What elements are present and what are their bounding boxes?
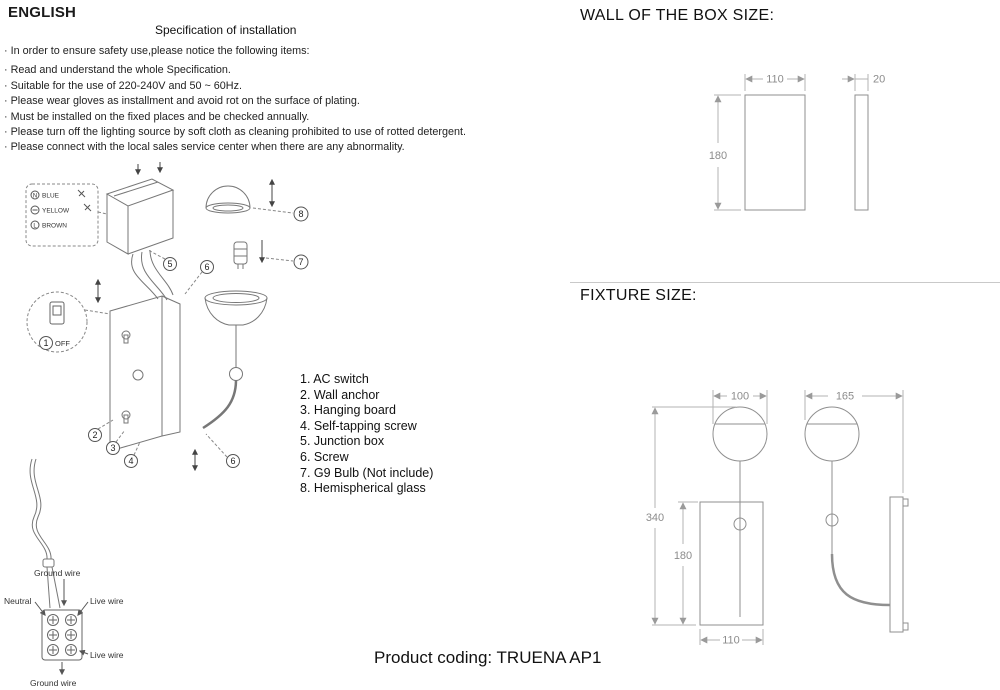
callout-7-badge: 7 — [298, 257, 303, 267]
notice-item: · In order to ensure safety use,please n… — [4, 45, 310, 57]
parts-list-item: 5. Junction box — [300, 434, 385, 449]
hemispherical-glass-drawing — [205, 185, 251, 214]
terminal-screws-icon — [77, 189, 92, 212]
parts-list: 1. AC switch 2. Wall anchor 3. Hanging b… — [300, 372, 433, 497]
spec-title: Specification of installation — [155, 23, 297, 37]
terminal-l-label: L — [33, 224, 37, 230]
g9-bulb-drawing — [233, 241, 248, 269]
notice-item: · Suitable for the use of 220-240V and 5… — [4, 79, 242, 92]
notice-item: · Please turn off the lighting source by… — [4, 126, 466, 139]
box-front-outline — [744, 94, 806, 211]
ground-wire-bottom-label: Ground wire — [30, 678, 77, 688]
wire-arrow-icon — [78, 649, 89, 656]
dim-width-label: 110 — [766, 74, 784, 86]
fixture-size-heading: FIXTURE SIZE: — [580, 287, 697, 304]
dim-100-label: 100 — [731, 391, 749, 403]
terminal-blue-label: BLUE — [42, 193, 60, 200]
power-cord-drawing — [29, 458, 61, 609]
dim-depth-label: 20 — [873, 74, 885, 86]
dim-depth: 20 — [842, 74, 885, 91]
junction-box-drawing — [105, 178, 175, 301]
wall-box-size-heading: WALL OF THE BOX SIZE: — [580, 7, 775, 24]
wire-arrow-icon — [77, 601, 89, 616]
callout-4-badge: 4 — [128, 456, 133, 466]
callout-leaders — [97, 207, 294, 458]
box-side-outline — [854, 94, 869, 211]
wire-arrow-icon — [34, 601, 46, 616]
dim-height-label: 180 — [709, 150, 727, 162]
live-wire-top-label: Live wire — [90, 596, 124, 606]
parts-list-item: 1. AC switch — [300, 372, 369, 386]
parts-list-item: 7. G9 Bulb (Not include) — [300, 465, 434, 480]
section-divider — [570, 282, 1000, 283]
fixture-front-drawing — [699, 406, 768, 626]
callout-6-badge: 6 — [204, 262, 209, 272]
dim-165-label: 165 — [836, 391, 854, 403]
fixture-diagram: 100 340 180 110 — [646, 390, 909, 647]
live-wire-bottom-label: Live wire — [90, 650, 124, 660]
wall-plate-drawing — [109, 295, 181, 452]
dim-340-label: 340 — [646, 512, 664, 524]
dim-front-width: 100 — [712, 390, 768, 424]
parts-list-item: 8. Hemispherical glass — [300, 481, 426, 496]
installation-exploded-diagram: N BLUE YELLOW L BROWN — [25, 162, 309, 472]
notice-item: · Please connect with the local sales se… — [4, 141, 405, 154]
terminal-detail-bubble: N BLUE YELLOW L BROWN — [25, 183, 108, 247]
callout-6-badge: 6 — [230, 456, 235, 466]
fixture-side-drawing — [804, 406, 909, 633]
parts-list-item: 4. Self-tapping screw — [300, 418, 417, 433]
wiring-diagram: Ground wire Neutral Live wire Live wire … — [4, 458, 124, 688]
language-label: ENGLISH — [8, 4, 77, 21]
safety-notices: · In order to ensure safety use,please n… — [4, 44, 524, 156]
callout-3-badge: 3 — [110, 443, 115, 453]
dim-180-label: 180 — [674, 550, 692, 562]
product-coding: Product coding: TRUENA AP1 — [374, 648, 602, 667]
off-label: OFF — [55, 339, 70, 348]
wall-box-diagram: 110 180 20 — [709, 74, 885, 211]
terminal-brown-label: BROWN — [42, 223, 67, 230]
callout-2-badge: 2 — [92, 430, 97, 440]
notice-item: · Read and understand the whole Specific… — [4, 64, 231, 77]
dim-height: 180 — [709, 94, 741, 211]
dim-total-height: 340 — [646, 406, 736, 626]
parts-list-item: 6. Screw — [300, 449, 349, 464]
notice-item: · Must be installed on the fixed places … — [4, 110, 310, 123]
parts-list-item: 3. Hanging board — [300, 403, 396, 418]
callout-1-badge: 1 — [43, 338, 48, 348]
dim-backplate-width: 110 — [699, 629, 764, 647]
ac-switch-detail: 1 OFF — [26, 291, 111, 353]
callout-5-badge: 5 — [167, 259, 172, 269]
dim-width: 110 — [744, 74, 806, 91]
dim-110-label: 110 — [722, 635, 740, 647]
parts-list-item: 2. Wall anchor — [300, 387, 380, 402]
neutral-label: Neutral — [4, 596, 32, 606]
dim-side-width: 165 — [804, 390, 904, 493]
callout-8-badge: 8 — [298, 209, 303, 219]
terminal-n-label: N — [33, 194, 37, 200]
fixture-arm-drawing — [202, 290, 268, 430]
dim-backplate-height: 180 — [674, 501, 698, 625]
terminal-block-drawing — [41, 609, 83, 661]
notice-item: · Please wear gloves as installment and … — [4, 95, 360, 108]
ground-wire-top-label: Ground wire — [34, 568, 81, 578]
callout-badges: 8 7 5 6 2 3 4 6 — [88, 206, 309, 468]
terminal-yellow-label: YELLOW — [42, 208, 70, 215]
